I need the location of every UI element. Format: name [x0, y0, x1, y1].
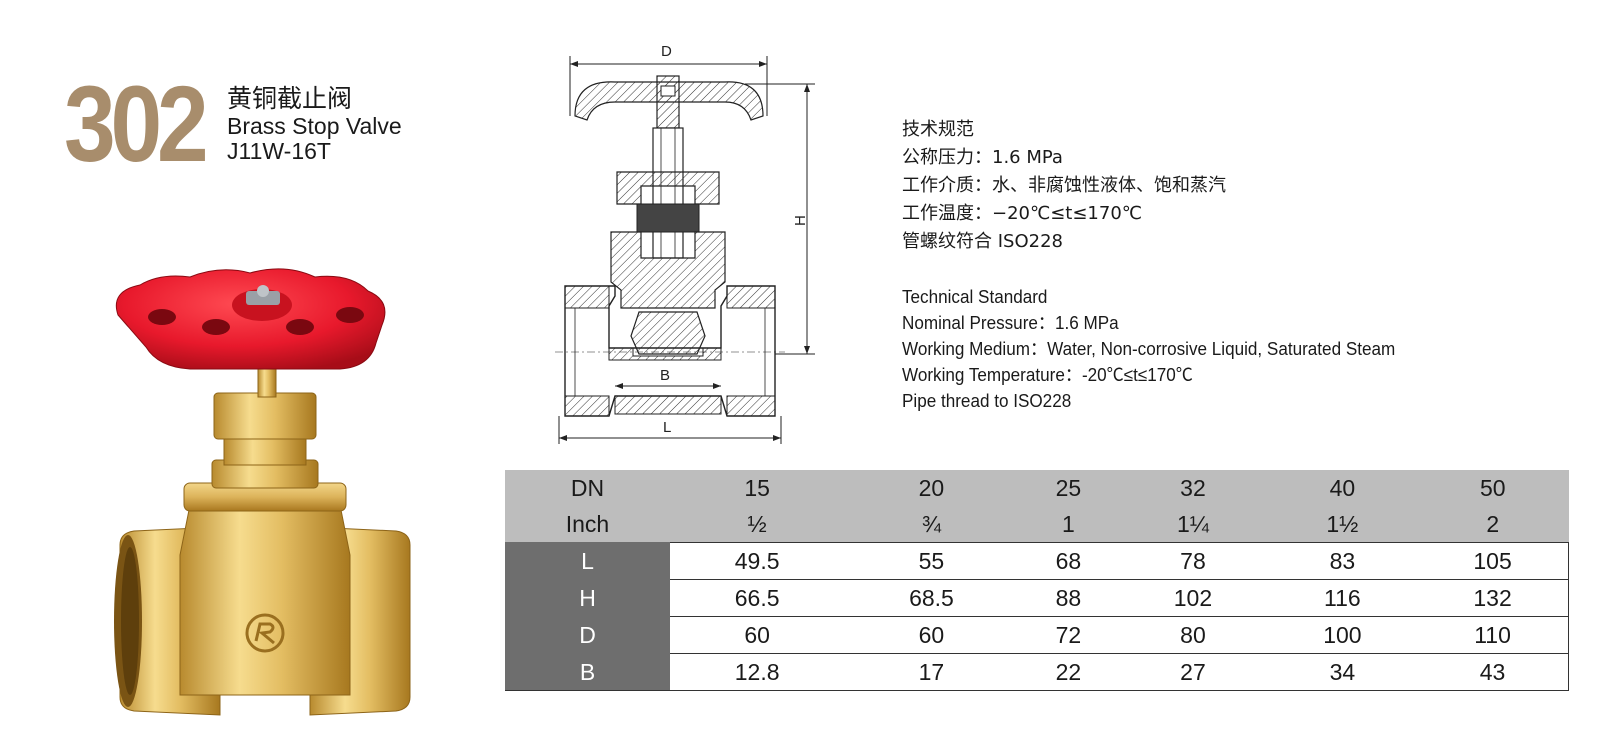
table-cell: 102 [1118, 579, 1268, 617]
table-row-dn: DN 15 20 25 32 40 50 [505, 470, 1569, 506]
spec-en-medium: Working Medium：Water, Non-corrosive Liqu… [902, 339, 1396, 359]
table-cell: 15 [670, 470, 845, 506]
valve-bonnet [211, 364, 319, 489]
spec-cn-pressure: 公称压力：1.6 MPa [902, 147, 1063, 168]
table-cell: 105 [1417, 542, 1570, 580]
table-cell: 34 [1267, 653, 1418, 691]
table-cell: 22 [1018, 653, 1119, 691]
table-cell: 32 [1118, 470, 1268, 506]
row-label: DN [505, 470, 670, 506]
table-cell: 110 [1417, 616, 1570, 654]
table-row-inch: Inch ½ ¾ 1 1¼ 1½ 2 [505, 506, 1569, 543]
label-d: D [661, 43, 672, 60]
product-model-code: J11W-16T [227, 138, 331, 164]
table-cell: 1¼ [1118, 506, 1268, 543]
label-h: H [792, 215, 809, 226]
table-cell: 49.5 [670, 542, 845, 580]
spec-cn-heading: 技术规范 [902, 119, 974, 140]
product-title-en: Brass Stop Valve [227, 113, 402, 139]
table-cell: 50 [1417, 470, 1569, 506]
spec-en-pressure: Nominal Pressure：1.6 MPa [902, 313, 1119, 333]
table-cell: 12.8 [670, 653, 845, 691]
table-cell: 1 [1018, 506, 1119, 543]
table-cell: 83 [1267, 542, 1418, 580]
label-l: L [663, 419, 671, 436]
spec-en-thread: Pipe thread to ISO228 [902, 391, 1072, 411]
table-cell: 40 [1267, 470, 1418, 506]
specs-en: Technical Standard Nominal Pressure：1.6 … [902, 284, 1395, 414]
model-number: 302 [64, 63, 209, 184]
title-block: 黄铜截止阀 Brass Stop Valve J11W-16T [227, 84, 402, 164]
table-cell: 43 [1417, 653, 1570, 691]
table-cell: 78 [1118, 542, 1268, 580]
row-label: Inch [505, 506, 670, 543]
spec-cn-thread: 管螺纹符合 ISO228 [902, 231, 1063, 252]
dimension-b: B [615, 367, 721, 389]
row-label: B [505, 653, 670, 691]
valve-body [114, 482, 411, 716]
table-cell: 20 [844, 470, 1019, 506]
technical-drawing: D H B L [555, 43, 815, 444]
spec-en-heading: Technical Standard [902, 287, 1048, 307]
product-title-cn: 黄铜截止阀 [227, 84, 353, 113]
specs-cn: 技术规范 公称压力：1.6 MPa 工作介质：水、非腐蚀性液体、饱和蒸汽 工作温… [902, 116, 1226, 256]
spec-cn-medium: 工作介质：水、非腐蚀性液体、饱和蒸汽 [902, 175, 1226, 196]
row-label: D [505, 616, 670, 654]
table-cell: ¾ [844, 506, 1019, 543]
table-cell: 66.5 [670, 579, 845, 617]
row-label: L [505, 542, 670, 580]
table-row-b: B 12.8 17 22 27 34 43 [505, 653, 1570, 691]
table-cell: 80 [1118, 616, 1268, 654]
dimension-l: L [558, 416, 782, 444]
table-cell: 60 [844, 616, 1019, 654]
table-cell: 27 [1118, 653, 1268, 691]
table-cell: 116 [1267, 579, 1418, 617]
spec-en-temperature: Working Temperature：-20℃≤t≤170℃ [902, 365, 1193, 385]
table-cell: 132 [1417, 579, 1570, 617]
table-row-d: D 60 60 72 80 100 110 [505, 616, 1570, 654]
table-cell: 60 [670, 616, 845, 654]
dimension-d: D [569, 43, 768, 116]
table-cell: 88 [1018, 579, 1119, 617]
product-photo [114, 268, 411, 716]
table-cell: 25 [1018, 470, 1119, 506]
dimension-h: H [745, 83, 815, 355]
row-label: H [505, 579, 670, 617]
table-cell: 72 [1018, 616, 1119, 654]
table-cell: 68 [1018, 542, 1119, 580]
table-row-h: H 66.5 68.5 88 102 116 132 [505, 579, 1570, 617]
table-cell: 1½ [1267, 506, 1418, 543]
table-cell: 55 [844, 542, 1019, 580]
table-cell: 17 [844, 653, 1019, 691]
table-cell: 68.5 [844, 579, 1019, 617]
handwheel-icon [115, 268, 386, 370]
label-b: B [660, 367, 670, 384]
table-cell: ½ [670, 506, 845, 543]
spec-cn-temperature: 工作温度：−20℃≤t≤170℃ [902, 203, 1142, 224]
table-cell: 2 [1417, 506, 1569, 543]
table-cell: 100 [1267, 616, 1418, 654]
dimensions-table: DN 15 20 25 32 40 50 Inch ½ ¾ 1 1¼ 1½ 2 … [505, 470, 1570, 691]
table-row-l: L 49.5 55 68 78 83 105 [505, 542, 1570, 580]
